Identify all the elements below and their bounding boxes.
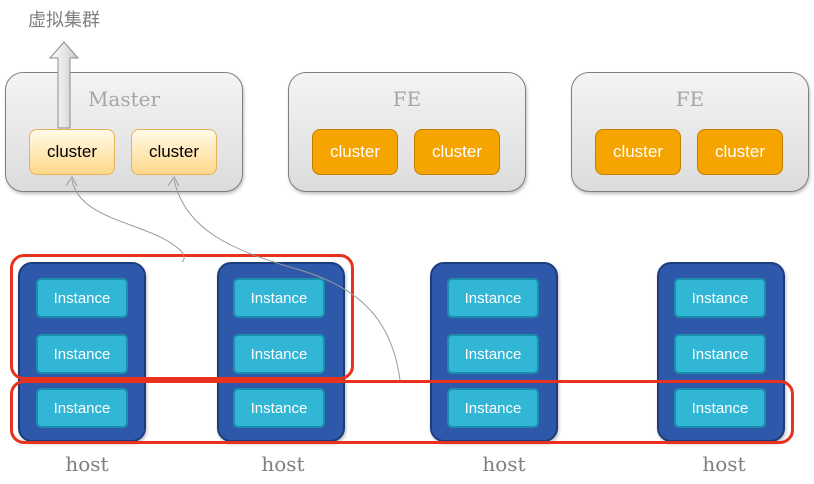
instance-h4-2: Instance: [674, 334, 766, 374]
group-title-fe-1: FE: [392, 87, 422, 111]
group-title-master: Master: [87, 87, 161, 111]
instance-h3-1: Instance: [447, 278, 539, 318]
instance-h1-2: Instance: [36, 334, 128, 374]
master-group: Master cluster cluster: [5, 72, 243, 192]
host-column-3: Instance Instance Instance: [430, 262, 558, 442]
instance-h3-3: Instance: [447, 388, 539, 428]
host-column-2: Instance Instance Instance: [217, 262, 345, 442]
host-column-1: Instance Instance Instance: [18, 262, 146, 442]
instance-h4-1: Instance: [674, 278, 766, 318]
up-arrow-icon: [48, 41, 80, 129]
fe-group-1: FE cluster cluster: [288, 72, 526, 192]
host-label-4: host: [702, 452, 746, 476]
instance-h3-2: Instance: [447, 334, 539, 374]
instance-h1-1: Instance: [36, 278, 128, 318]
host-label-1: host: [65, 452, 109, 476]
connector-curve-1: [71, 179, 185, 263]
connector-arrowhead-1: [65, 176, 78, 187]
master-cluster-2: cluster: [131, 129, 217, 175]
connector-arrowhead-2: [167, 176, 180, 187]
instance-h2-1: Instance: [233, 278, 325, 318]
host-label-3: host: [482, 452, 526, 476]
instance-h2-3: Instance: [233, 388, 325, 428]
fe1-cluster-1: cluster: [312, 129, 398, 175]
instance-h1-3: Instance: [36, 388, 128, 428]
fe2-cluster-1: cluster: [595, 129, 681, 175]
instance-h2-2: Instance: [233, 334, 325, 374]
group-title-fe-2: FE: [675, 87, 705, 111]
fe2-cluster-2: cluster: [697, 129, 783, 175]
instance-h4-3: Instance: [674, 388, 766, 428]
connector-curve-2: [173, 179, 401, 381]
virtual-cluster-label: 虚拟集群: [28, 10, 100, 31]
host-label-2: host: [261, 452, 305, 476]
host-column-4: Instance Instance Instance: [657, 262, 785, 442]
highlight-frame-bottom-row: [10, 380, 794, 444]
fe1-cluster-2: cluster: [414, 129, 500, 175]
highlight-frame-master: [10, 254, 354, 380]
fe-group-2: FE cluster cluster: [571, 72, 809, 192]
master-cluster-1: cluster: [29, 129, 115, 175]
